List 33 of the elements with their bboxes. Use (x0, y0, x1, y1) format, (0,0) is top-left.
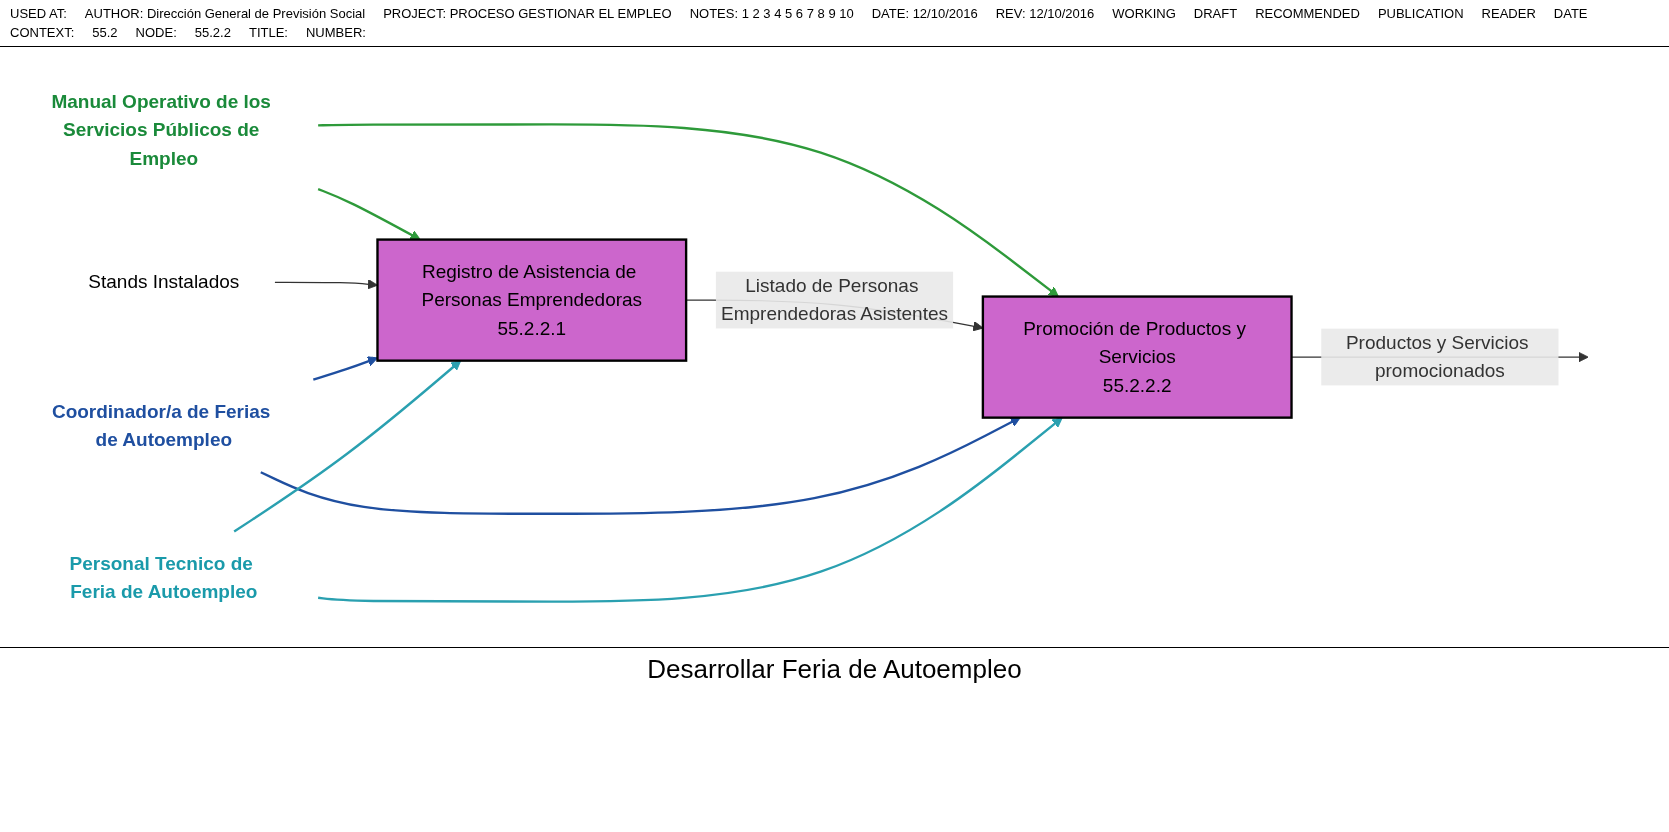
frame-label: USED AT: (10, 6, 67, 21)
arrow (233, 360, 462, 533)
frame-label: PUBLICATION (1377, 6, 1464, 21)
frame-label: REV: 12/10/2016 (995, 6, 1095, 21)
frame-label: NOTES: 1 2 3 4 5 6 7 8 9 10 (689, 6, 854, 21)
arrow (260, 417, 1021, 515)
frame-label: CONTEXT: (10, 25, 75, 40)
frame-label: AUTHOR: Dirección General de Previsión Social (84, 6, 366, 21)
frame-label: RECOMMENDED (1255, 6, 1360, 21)
frame-label: TITLE: (248, 25, 288, 40)
frame-label: NODE: (135, 25, 177, 40)
node-text: Coordinador/a de Ferias de Autoempleo (51, 401, 271, 450)
arrow (312, 356, 378, 381)
arrow (318, 417, 1063, 603)
frame-label: 55.2 (92, 25, 118, 40)
edge-label: Productos y Servicios promocionados (1345, 332, 1529, 381)
arrow (274, 279, 378, 290)
node-text: Manual Operativo de los Servicios Públicos de Empleo (51, 91, 271, 169)
frame-label: WORKING (1112, 6, 1176, 21)
frame-label: DATE: 12/10/2016 (871, 6, 978, 21)
frame-label: DRAFT (1193, 6, 1238, 21)
frame-label: NUMBER: (305, 25, 366, 40)
node-text: Personal Tecnico de Feria de Autoempleo (69, 552, 258, 602)
node-box: Registro de Asistencia de Personas Emprendedoras 55.2.2.1 (376, 238, 688, 362)
diagram-title: Desarrollar Feria de Autoempleo (647, 654, 1022, 684)
frame-label: 55.2.2 (194, 25, 231, 40)
arrow (318, 123, 1059, 297)
frame-label: PROJECT: PROCESO GESTIONAR EL EMPLEO (383, 6, 672, 21)
edge-label: Listado de Personas Emprendedoras Asistentes (721, 275, 948, 324)
frame-label: DATE (1553, 6, 1588, 21)
frame-label: READER (1481, 6, 1536, 21)
node-box: Promoción de Productos y Servicios 55.2.2.2 (981, 295, 1293, 419)
node-text: Stands Instalados (88, 271, 240, 292)
